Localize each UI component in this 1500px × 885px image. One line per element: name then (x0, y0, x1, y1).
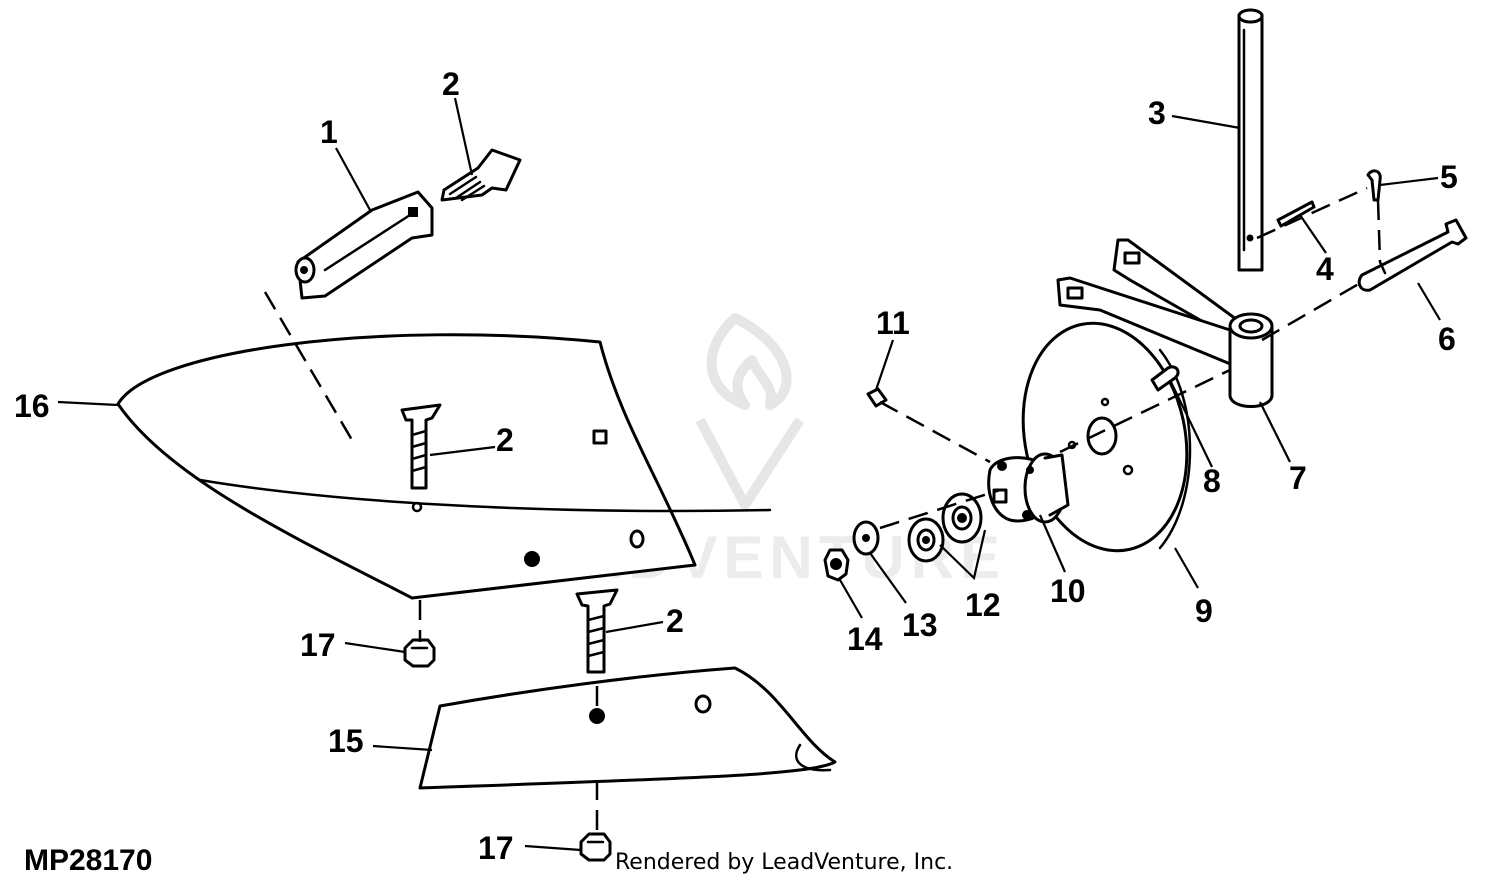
callout-3: 3 (1148, 95, 1166, 131)
part-16-moldboard (116, 333, 772, 600)
callout-8: 8 (1203, 463, 1221, 499)
part-7-arm (1056, 238, 1274, 408)
part-2-bolt-top (440, 148, 522, 202)
part-12-bearing-inner (907, 517, 945, 563)
callout-2-bottom: 2 (666, 603, 684, 639)
callout-7: 7 (1289, 460, 1307, 496)
callout-12: 12 (965, 587, 1001, 623)
part-1-bracket (294, 190, 434, 300)
callout-4: 4 (1316, 251, 1334, 287)
callout-17-lower: 17 (478, 830, 514, 866)
part-6-bolt (1357, 218, 1468, 292)
part-4-pin (1276, 200, 1316, 228)
part-2-bolt-bottom (575, 588, 619, 674)
callout-1: 1 (320, 114, 338, 150)
diagram-reference-code: MP28170 (24, 844, 152, 877)
part-12-bearing-outer (941, 492, 983, 544)
part-14-nut (823, 548, 850, 582)
callout-14: 14 (847, 621, 883, 657)
part-17-nut-upper (403, 638, 436, 668)
part-8-bolt (1150, 365, 1180, 392)
part-13-washer (852, 520, 880, 556)
callout-labels: 1 2 2 2 3 4 5 6 7 8 9 10 11 12 13 14 15 … (14, 66, 1458, 866)
callout-5: 5 (1440, 159, 1458, 195)
part-9-disc (1021, 321, 1192, 553)
callout-9: 9 (1195, 593, 1213, 629)
callout-17-upper: 17 (300, 627, 336, 663)
callout-2-top: 2 (442, 66, 460, 102)
callout-13: 13 (902, 607, 938, 643)
part-10-hub (987, 452, 1070, 524)
part-3-standard (1237, 8, 1264, 272)
callout-16: 16 (14, 388, 50, 424)
callout-10: 10 (1050, 573, 1086, 609)
part-17-nut-lower (579, 832, 612, 862)
render-credit: Rendered by LeadVenture, Inc. (615, 850, 953, 875)
callout-6: 6 (1438, 321, 1456, 357)
part-15-share (418, 666, 837, 790)
callout-11: 11 (876, 305, 910, 341)
assembly-lines (263, 186, 1382, 833)
callout-15: 15 (328, 723, 364, 759)
callout-2-middle: 2 (496, 422, 514, 458)
part-2-bolt-middle (400, 403, 442, 513)
leader-lines (57, 97, 1441, 852)
part-5-cotter-pin (1366, 169, 1382, 202)
